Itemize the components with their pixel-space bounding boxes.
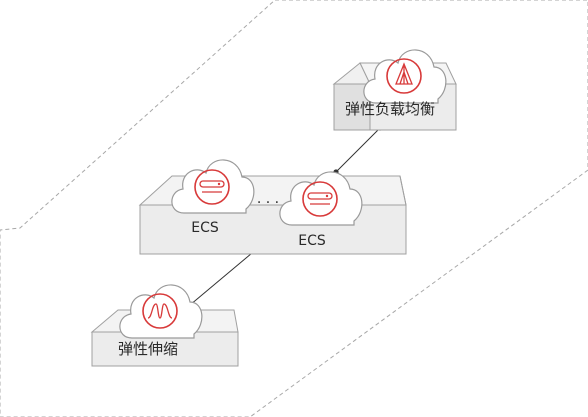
server-icon xyxy=(194,169,230,205)
as-label: 弹性伸缩 xyxy=(118,340,178,358)
as-cloud xyxy=(119,284,203,339)
elb-node: 弹性负载均衡 xyxy=(332,49,457,131)
ecs-right-node: ECS xyxy=(279,171,363,249)
elb-label: 弹性负载均衡 xyxy=(345,100,435,118)
connector-ecs-as xyxy=(187,245,261,308)
load-balancer-icon xyxy=(386,58,422,94)
connector-elb-ecs xyxy=(333,125,383,175)
auto-scaling-icon xyxy=(142,293,178,329)
ecs-ellipsis: · · · xyxy=(257,195,279,211)
ecs-left-label: ECS xyxy=(191,220,219,236)
ecs-platform xyxy=(138,175,407,255)
server-icon xyxy=(302,181,338,217)
as-node: 弹性伸缩 xyxy=(90,284,239,367)
ecs-left-node: ECS xyxy=(171,159,255,236)
ecs-right-label: ECS xyxy=(298,233,326,249)
